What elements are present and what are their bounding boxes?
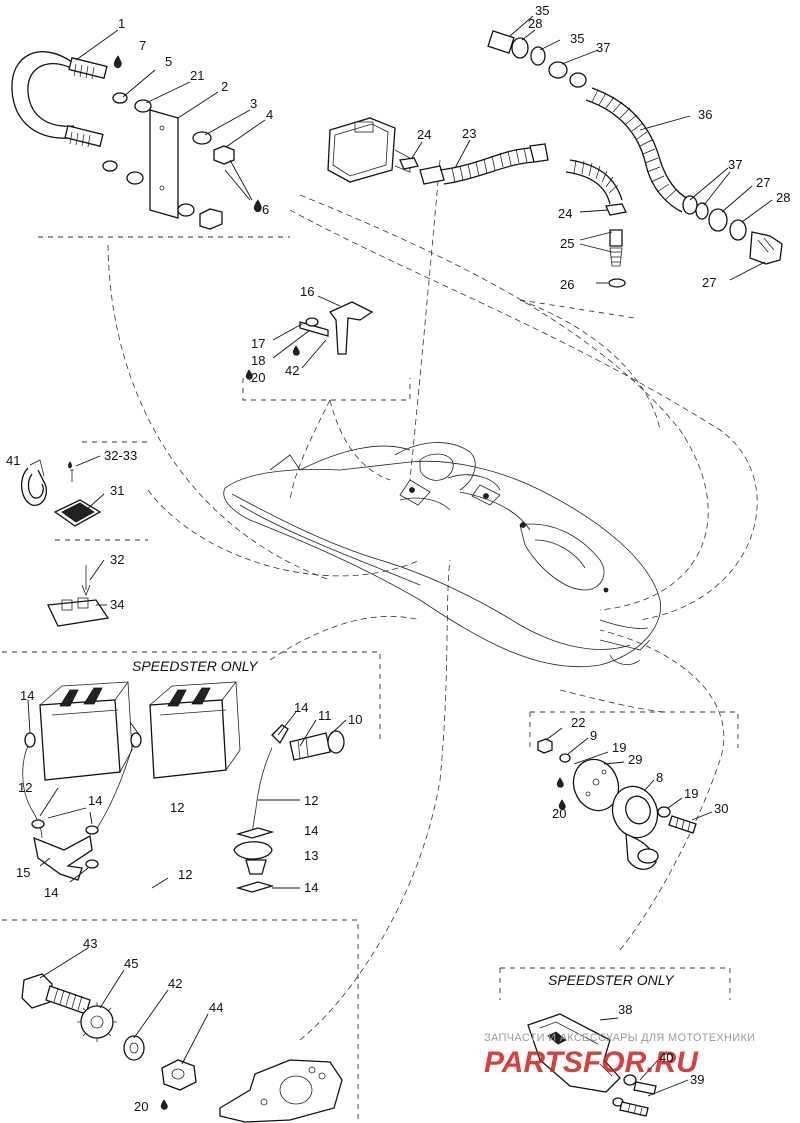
watermark-tagline: ЗАПЧАСТИ И АКСЕССУАРЫ ДЛЯ МОТОТЕХНИКИ bbox=[484, 1032, 755, 1044]
watermark: ЗАПЧАСТИ И АКСЕССУАРЫ ДЛЯ МОТОТЕХНИКИ PA… bbox=[484, 1032, 755, 1079]
bolt-sprocket-bracket bbox=[21, 947, 343, 1123]
lubricant-drop-icons bbox=[245, 369, 566, 810]
callout-37: 37 bbox=[728, 157, 742, 172]
callout-35: 35 bbox=[535, 3, 549, 18]
callout-43: 43 bbox=[83, 936, 97, 951]
speedster-batteries bbox=[22, 681, 241, 889]
callout-8: 8 bbox=[656, 770, 663, 785]
watercraft-hull bbox=[223, 442, 662, 668]
callout-12: 12 bbox=[178, 867, 192, 882]
callout-16: 16 bbox=[300, 284, 314, 299]
bilge-u-tube-assembly bbox=[11, 29, 266, 230]
clamp-and-pads bbox=[21, 455, 110, 627]
callout-24: 24 bbox=[417, 127, 431, 142]
callout-32-33: 32-33 bbox=[104, 448, 137, 463]
callout-28: 28 bbox=[528, 16, 542, 31]
callout-32: 32 bbox=[110, 552, 124, 567]
callout-12: 12 bbox=[18, 780, 32, 795]
callout-40: 40 bbox=[659, 1050, 673, 1065]
speedster-only-note: SPEEDSTER ONLY bbox=[132, 658, 259, 674]
callout-7: 7 bbox=[139, 38, 146, 53]
callout-labels: 1 7 5 21 2 3 4 6 35 28 35 37 36 37 27 28… bbox=[6, 3, 790, 1114]
leader-curves bbox=[107, 159, 758, 1041]
callout-19: 19 bbox=[612, 740, 626, 755]
callout-6: 6 bbox=[262, 202, 269, 217]
callout-19: 19 bbox=[684, 786, 698, 801]
callout-24: 24 bbox=[558, 206, 572, 221]
callout-18: 18 bbox=[251, 353, 265, 368]
callout-20: 20 bbox=[251, 370, 265, 385]
callout-23: 23 bbox=[462, 126, 476, 141]
check-valve-assembly bbox=[233, 711, 347, 893]
callout-25: 25 bbox=[560, 236, 574, 251]
watermark-brand: PARTSFOR.RU bbox=[484, 1046, 699, 1079]
callout-28: 28 bbox=[776, 190, 790, 205]
callout-14: 14 bbox=[20, 688, 34, 703]
callout-12: 12 bbox=[304, 793, 318, 808]
callout-31: 31 bbox=[110, 483, 124, 498]
callout-12: 12 bbox=[170, 800, 184, 815]
callout-20: 20 bbox=[552, 806, 566, 821]
callout-42: 42 bbox=[285, 363, 299, 378]
callout-11: 11 bbox=[318, 708, 332, 723]
callout-34: 34 bbox=[110, 597, 124, 612]
callout-4: 4 bbox=[266, 107, 273, 122]
callout-13: 13 bbox=[304, 848, 318, 863]
callout-17: 17 bbox=[251, 336, 265, 351]
callout-2: 2 bbox=[221, 79, 228, 94]
callout-37: 37 bbox=[596, 40, 610, 55]
vent-tank-hose-assembly bbox=[327, 117, 627, 288]
callout-39: 39 bbox=[690, 1072, 704, 1087]
callout-20: 20 bbox=[134, 1099, 148, 1114]
callout-42: 42 bbox=[168, 976, 182, 991]
callout-45: 45 bbox=[124, 956, 138, 971]
group-boxes bbox=[2, 236, 739, 1120]
callout-29: 29 bbox=[628, 752, 642, 767]
callout-15: 15 bbox=[16, 865, 30, 880]
callout-21: 21 bbox=[190, 68, 204, 83]
callout-14: 14 bbox=[294, 700, 308, 715]
callout-35: 35 bbox=[570, 31, 584, 46]
callout-9: 9 bbox=[590, 728, 597, 743]
callout-1: 1 bbox=[118, 16, 125, 31]
lever-16-assembly bbox=[272, 295, 374, 369]
callout-27: 27 bbox=[756, 175, 770, 190]
callout-27: 27 bbox=[702, 275, 716, 290]
callout-10: 10 bbox=[348, 712, 362, 727]
callout-14: 14 bbox=[304, 880, 318, 895]
callout-14: 14 bbox=[88, 793, 102, 808]
callout-22: 22 bbox=[571, 715, 585, 730]
callout-41: 41 bbox=[6, 453, 20, 468]
callout-5: 5 bbox=[165, 54, 172, 69]
callout-44: 44 bbox=[209, 1000, 223, 1015]
callout-3: 3 bbox=[250, 96, 257, 111]
callout-38: 38 bbox=[618, 1002, 632, 1017]
callout-30: 30 bbox=[714, 801, 728, 816]
callout-14: 14 bbox=[304, 823, 318, 838]
drop-icon bbox=[245, 369, 253, 380]
speedster-bracket-38 bbox=[527, 1013, 689, 1117]
callout-14: 14 bbox=[44, 885, 58, 900]
callout-26: 26 bbox=[560, 277, 574, 292]
callout-36: 36 bbox=[698, 107, 712, 122]
rotary-plate-assembly bbox=[537, 727, 713, 870]
drain-hose-36-assembly bbox=[487, 15, 783, 281]
speedster-only-note-2: SPEEDSTER ONLY bbox=[548, 972, 675, 988]
drop-icon bbox=[558, 799, 566, 810]
